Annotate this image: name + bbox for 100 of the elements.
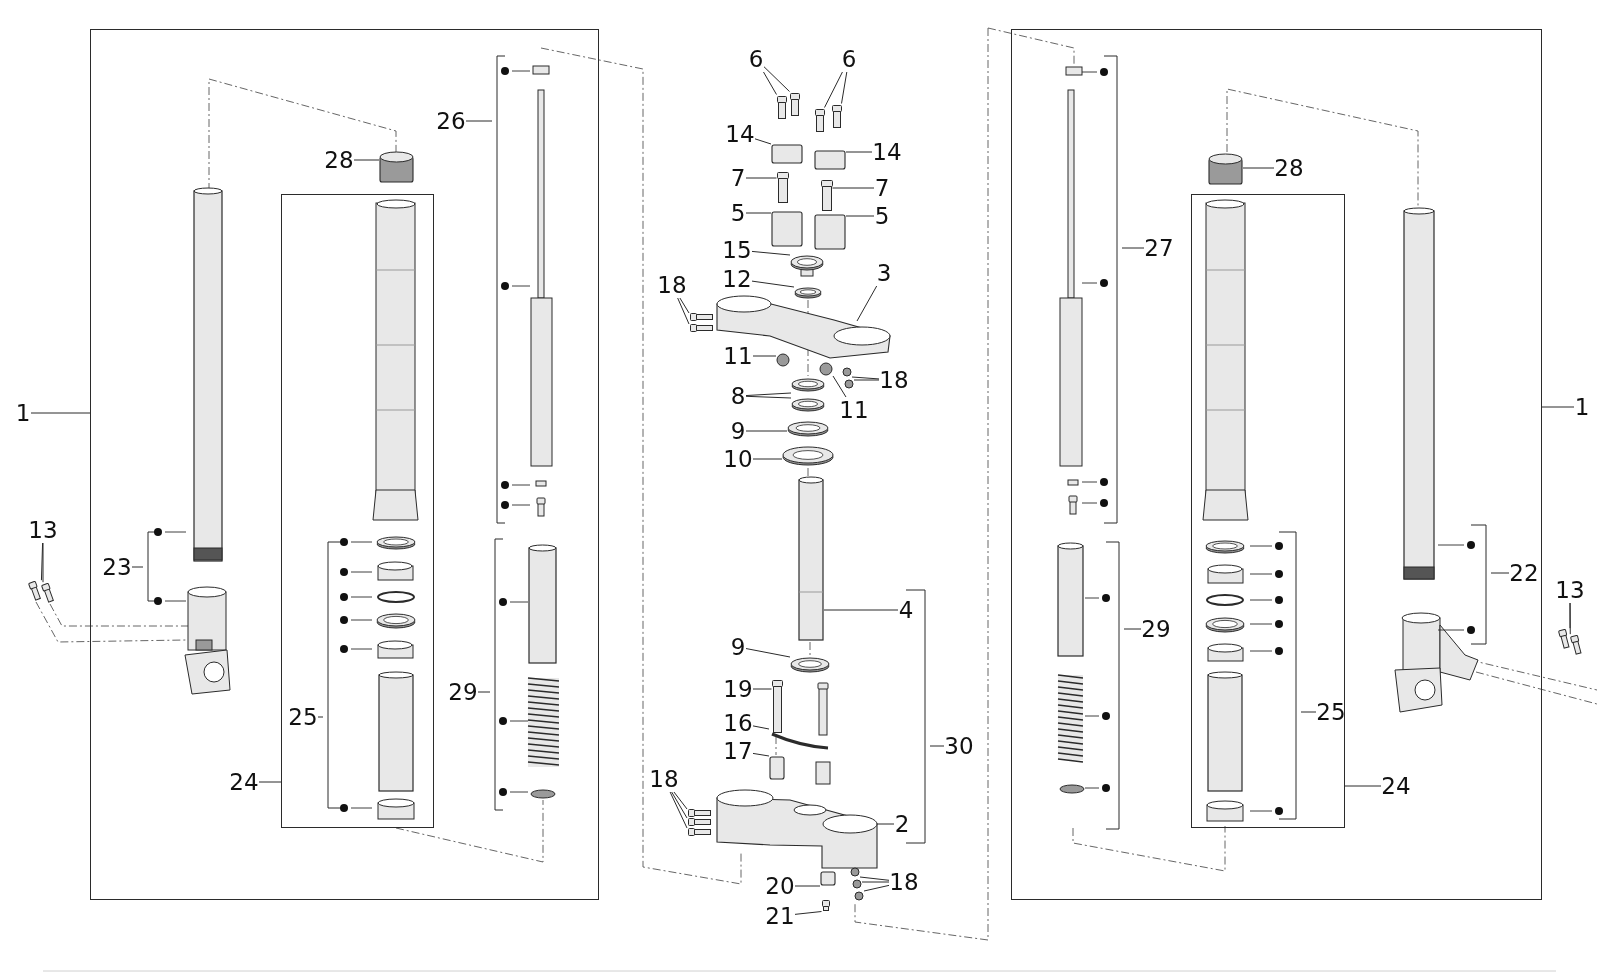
- frame: [90, 29, 599, 900]
- leader-line: [752, 355, 777, 357]
- washer: [787, 421, 829, 438]
- washer: [794, 287, 822, 300]
- callout-number: 11: [839, 398, 869, 422]
- leader-line: [745, 392, 792, 397]
- callout-number: 17: [723, 739, 753, 763]
- callout-number: 24: [1381, 774, 1411, 798]
- frame: [1191, 194, 1345, 828]
- block-part: [820, 871, 836, 886]
- leader-line: [671, 791, 688, 819]
- callout-number: 20: [765, 874, 795, 898]
- leader-line: [861, 881, 890, 883]
- washer: [791, 378, 825, 393]
- callout-number: 25: [288, 705, 318, 729]
- leader-line: [745, 212, 772, 214]
- washer: [790, 657, 830, 674]
- leader-line: [677, 297, 690, 325]
- bolt: [814, 107, 825, 133]
- callout-number: 14: [872, 140, 902, 164]
- leader-line: [763, 71, 777, 95]
- leader-line: [751, 250, 791, 256]
- tube: [798, 476, 824, 641]
- nut: [850, 867, 860, 877]
- callout-number: 19: [723, 677, 753, 701]
- nut: [776, 353, 790, 367]
- bolt: [687, 828, 712, 836]
- callout-number: 6: [748, 47, 764, 71]
- callout-number: 8: [730, 384, 746, 408]
- leader-line: [477, 691, 491, 693]
- leader-line: [258, 781, 282, 783]
- leader-line: [859, 876, 890, 881]
- callout-number: 9: [730, 419, 746, 443]
- leader-line: [745, 648, 791, 658]
- nut: [854, 891, 864, 901]
- callout-number: 1: [15, 401, 31, 425]
- leader-line: [845, 215, 875, 217]
- leader-line: [794, 885, 821, 887]
- bolt: [820, 178, 833, 212]
- leader-line: [763, 66, 790, 92]
- callout-number: 29: [448, 680, 478, 704]
- leader-line: [1541, 406, 1575, 408]
- triple-clamp: [715, 788, 880, 870]
- bolt: [687, 818, 712, 826]
- callout-number: 4: [898, 598, 914, 622]
- leader-line: [745, 430, 788, 432]
- callout-number: 27: [1144, 236, 1174, 260]
- block-part: [379, 151, 414, 183]
- bolt: [40, 582, 55, 604]
- leader-line: [465, 120, 493, 122]
- leader-line: [1300, 711, 1317, 713]
- callout-number: 12: [722, 267, 752, 291]
- block-part: [814, 214, 846, 250]
- leader-line: [1490, 572, 1510, 574]
- leader-line: [1242, 167, 1275, 169]
- callout-number: 7: [730, 166, 746, 190]
- bolt: [689, 313, 714, 321]
- leader-line: [863, 884, 890, 892]
- callout-number: 11: [723, 344, 753, 368]
- block-part: [814, 150, 846, 170]
- callout-number: 18: [657, 273, 687, 297]
- leader-line: [929, 745, 945, 747]
- washer: [782, 446, 834, 467]
- nut: [852, 879, 862, 889]
- leader-line: [30, 412, 91, 414]
- callout-number: 2: [894, 812, 910, 836]
- leader-line: [1123, 628, 1142, 630]
- leader-line: [1569, 602, 1571, 635]
- callout-number: 1: [1574, 395, 1590, 419]
- leader-line: [673, 791, 688, 810]
- block-part: [771, 211, 803, 247]
- leader-line: [823, 609, 899, 611]
- callout-number: 26: [436, 109, 466, 133]
- leader-line: [853, 379, 880, 381]
- nut: [819, 362, 833, 376]
- callout-number: 9: [730, 635, 746, 659]
- callout-number: 22: [1509, 561, 1539, 585]
- bolt: [771, 678, 783, 734]
- leader-line: [845, 151, 873, 153]
- callout-number: 23: [102, 555, 132, 579]
- callout-number: 7: [874, 176, 890, 200]
- callout-number: 18: [879, 368, 909, 392]
- callout-number: 29: [1141, 617, 1171, 641]
- leader-line: [752, 725, 770, 730]
- bolt: [831, 103, 842, 129]
- leader-line: [851, 376, 880, 380]
- leader-line: [745, 177, 777, 179]
- callout-number: 10: [723, 447, 753, 471]
- leader-line: [353, 159, 380, 161]
- block-part: [769, 756, 785, 780]
- bolt: [776, 170, 789, 204]
- nut: [842, 367, 852, 377]
- bolt: [1570, 634, 1583, 656]
- leader-line: [832, 375, 847, 398]
- bolt: [789, 91, 800, 117]
- callout-number: 18: [889, 870, 919, 894]
- callout-number: 15: [722, 238, 752, 262]
- leader-line: [745, 395, 792, 399]
- callout-number: 13: [1555, 578, 1585, 602]
- bolt: [821, 898, 830, 912]
